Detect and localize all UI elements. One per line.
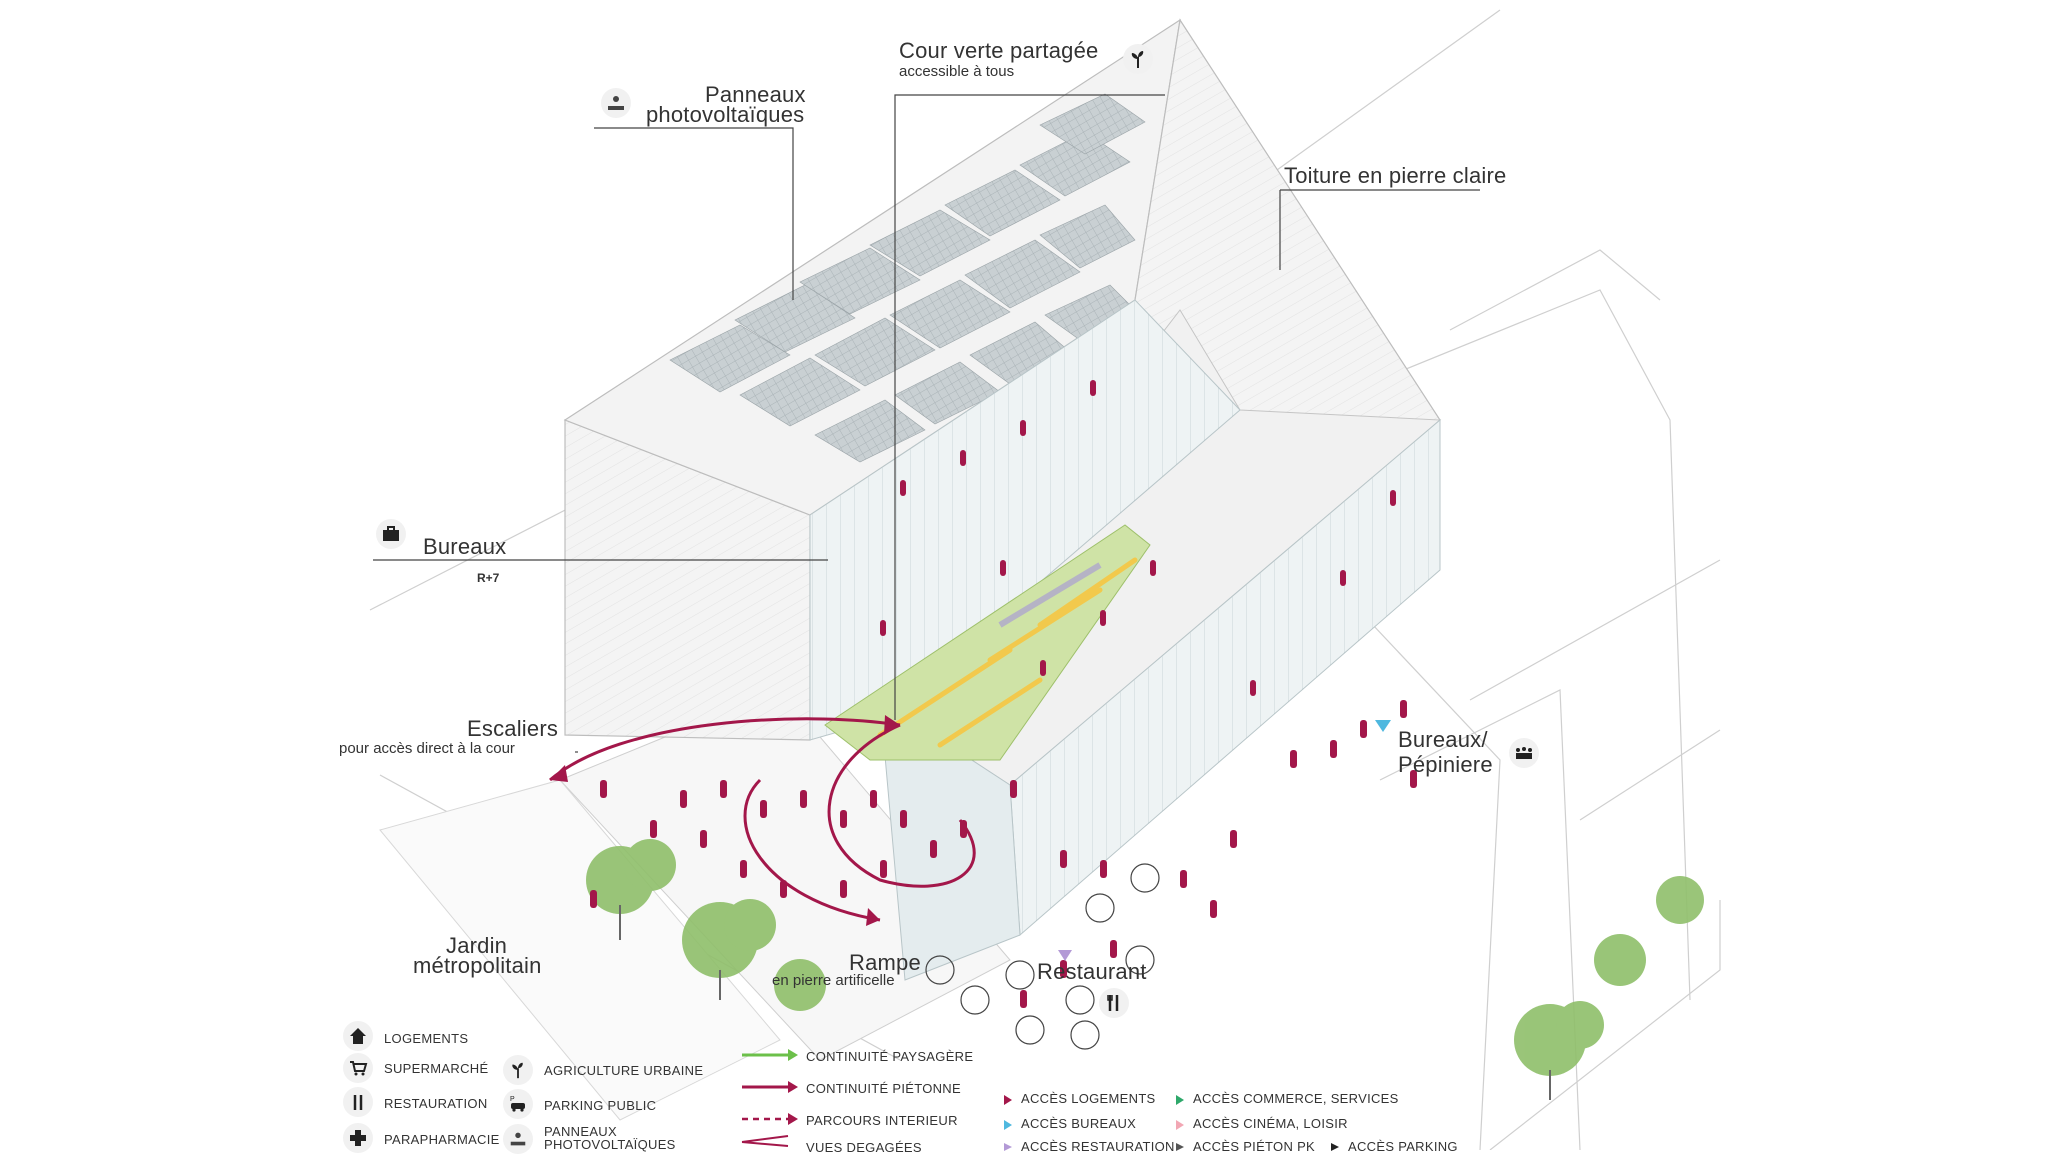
house-icon bbox=[343, 1021, 373, 1051]
solar-panels bbox=[669, 93, 1146, 463]
garden-ground bbox=[379, 779, 781, 1121]
legend-continuite-pietonne: CONTINUITÉ PIÉTONNE bbox=[806, 1081, 961, 1096]
legend-line-samples bbox=[741, 1049, 798, 1147]
cart-icon bbox=[343, 1053, 373, 1083]
courtyard-facade bbox=[809, 299, 1241, 741]
access-pieton-triangle bbox=[1176, 1143, 1184, 1151]
legend-acces-pieton: ACCÈS PIÉTON PK bbox=[1193, 1139, 1316, 1154]
cutlery-icon bbox=[343, 1087, 373, 1117]
plant-icon bbox=[1123, 44, 1153, 74]
legend-acces-parking: ACCÈS PARKING bbox=[1348, 1139, 1458, 1154]
label-bureaux-pepiniere-2: Pépiniere bbox=[1398, 752, 1493, 777]
label-bureaux: Bureaux bbox=[423, 534, 507, 559]
restaurant-terrace bbox=[925, 863, 1160, 1050]
leader-lines bbox=[373, 94, 1480, 753]
label-bureaux-pepiniere-1: Bureaux/ bbox=[1398, 727, 1488, 752]
plant-icon bbox=[503, 1055, 533, 1085]
label-jardin-2: métropolitain bbox=[413, 953, 542, 978]
legend-acces-cinema: ACCÈS CINÉMA, LOISIR bbox=[1193, 1116, 1348, 1131]
legend-acces-restauration: ACCÈS RESTAURATION bbox=[1021, 1139, 1175, 1154]
garden-paths bbox=[998, 562, 1102, 628]
legend-vues-degagees: VUES DEGAGÉES bbox=[806, 1140, 922, 1155]
label-escaliers: Escaliers bbox=[467, 716, 559, 741]
label-toiture: Toiture en pierre claire bbox=[1284, 163, 1507, 188]
people-group-icon bbox=[1509, 738, 1539, 768]
label-bureaux-level: R+7 bbox=[477, 571, 500, 585]
label-cour-sub: accessible à tous bbox=[899, 63, 1015, 80]
access-parking-triangle bbox=[1331, 1143, 1339, 1151]
bureaux-access-marker bbox=[1375, 720, 1391, 732]
legend-panneaux-1: PANNEAUX bbox=[544, 1124, 617, 1139]
label-panneaux: Panneaux bbox=[705, 82, 806, 107]
legend-supermarche: SUPERMARCHÉ bbox=[384, 1061, 489, 1076]
garden-strips bbox=[877, 557, 1138, 748]
label-jardin-1: Jardin bbox=[446, 933, 508, 958]
access-cinema-triangle bbox=[1176, 1120, 1184, 1130]
people bbox=[590, 380, 1417, 1008]
car-icon: P bbox=[503, 1089, 533, 1119]
legend-restauration: RESTAURATION bbox=[384, 1096, 488, 1111]
arrow-heads bbox=[550, 715, 900, 926]
legend-panneaux-2: PHOTOVOLTAÏQUES bbox=[544, 1137, 676, 1152]
briefcase-icon bbox=[376, 519, 406, 549]
label-rampe: Rampe bbox=[849, 950, 921, 975]
label-restaurant: Restaurant bbox=[1037, 959, 1147, 984]
legend-logements: LOGEMENTS bbox=[384, 1031, 469, 1046]
label-rampe-sub: en pierre artificelle bbox=[772, 972, 895, 989]
tree-trunks bbox=[619, 905, 1551, 1100]
access-logements-triangle bbox=[1004, 1095, 1012, 1105]
restaurant-access-marker bbox=[1058, 950, 1072, 961]
pedestrian-continuity-arrows bbox=[549, 717, 976, 922]
legend-acces-commerce: ACCÈS COMMERCE, SERVICES bbox=[1193, 1091, 1399, 1106]
label-photovoltaiques: photovoltaïques bbox=[646, 102, 805, 127]
access-restauration-triangle bbox=[1004, 1143, 1012, 1151]
legend-parapharmacie: PARAPHARMACIE bbox=[384, 1132, 500, 1147]
legend-parcours-interieur: PARCOURS INTERIEUR bbox=[806, 1113, 958, 1128]
access-bureaux-triangle bbox=[1004, 1120, 1012, 1130]
legend-agriculture: AGRICULTURE URBAINE bbox=[544, 1063, 704, 1078]
legend-continuite-paysagere: CONTINUITÉ PAYSAGÈRE bbox=[806, 1049, 974, 1064]
legend-acces-logements: ACCÈS LOGEMENTS bbox=[1021, 1091, 1156, 1106]
solar-panel-icon bbox=[503, 1124, 533, 1154]
legend-acces-bureaux: ACCÈS BUREAUX bbox=[1021, 1116, 1137, 1131]
label-cour-verte: Cour verte partagée bbox=[899, 38, 1099, 63]
svg-text:P: P bbox=[510, 1096, 515, 1103]
cross-icon bbox=[343, 1123, 373, 1153]
label-escaliers-sub: pour accès direct à la cour bbox=[339, 740, 515, 757]
cutlery-icon bbox=[1099, 988, 1129, 1018]
legend-parking: PARKING PUBLIC bbox=[544, 1098, 657, 1113]
solar-panel-icon bbox=[601, 88, 631, 118]
trees bbox=[586, 839, 1704, 1076]
access-commerce-triangle bbox=[1176, 1095, 1184, 1105]
